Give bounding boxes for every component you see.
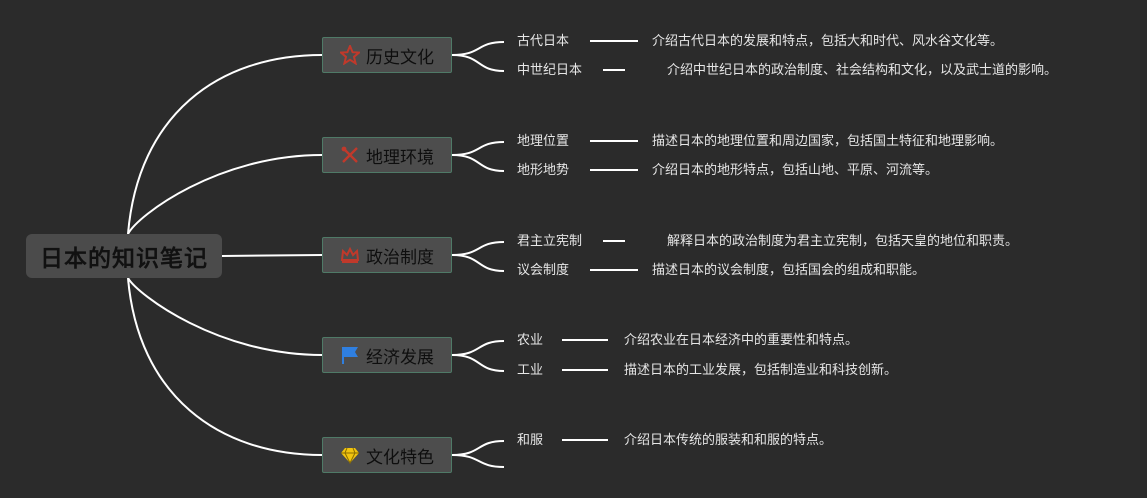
branch-label: 历史文化 <box>366 47 434 68</box>
root-connector <box>127 154 323 235</box>
branch-connector <box>451 340 505 356</box>
branch-connector <box>451 254 505 272</box>
flag-icon <box>340 345 360 365</box>
leaf-label[interactable]: 和服 <box>517 433 544 448</box>
leaf-label[interactable]: 地形地势 <box>517 163 570 178</box>
branch-label: 文化特色 <box>366 447 434 468</box>
branch-connector <box>451 141 505 156</box>
branch-node-culture[interactable]: 文化特色 <box>322 437 452 473</box>
branch-connector <box>451 454 505 468</box>
leaf-description: 介绍日本的地形特点，包括山地、平原、河流等。 <box>652 163 939 178</box>
crown-icon <box>340 245 360 265</box>
root-connector <box>221 254 323 257</box>
leaf-label[interactable]: 议会制度 <box>517 263 570 278</box>
branch-node-history[interactable]: 历史文化 <box>322 37 452 73</box>
root-connector <box>127 54 323 235</box>
leaf-description: 介绍中世纪日本的政治制度、社会结构和文化，以及武士道的影响。 <box>667 63 1058 78</box>
branch-label: 政治制度 <box>366 247 434 268</box>
leaf-description: 介绍古代日本的发展和特点，包括大和时代、风水谷文化等。 <box>652 34 1004 49</box>
branch-connector <box>451 241 505 256</box>
leaf-description: 描述日本的地理位置和周边国家，包括国土特征和地理影响。 <box>652 134 1004 149</box>
leaf-description: 介绍农业在日本经济中的重要性和特点。 <box>624 333 859 348</box>
branch-label: 地理环境 <box>366 147 434 168</box>
branch-node-politics[interactable]: 政治制度 <box>322 237 452 273</box>
tools-icon <box>340 145 360 165</box>
root-node[interactable]: 日本的知识笔记 <box>26 234 222 278</box>
leaf-label[interactable]: 古代日本 <box>517 34 570 49</box>
leaf-description: 解释日本的政治制度为君主立宪制，包括天皇的地位和职责。 <box>667 234 1019 249</box>
branch-node-economy[interactable]: 经济发展 <box>322 337 452 373</box>
leaf-label[interactable]: 地理位置 <box>517 134 570 149</box>
leaf-label[interactable]: 工业 <box>517 363 544 378</box>
branch-label: 经济发展 <box>366 347 434 368</box>
star-icon <box>340 45 360 65</box>
branch-connector <box>451 154 505 172</box>
leaf-description: 描述日本的工业发展，包括制造业和科技创新。 <box>624 363 898 378</box>
leaf-label[interactable]: 中世纪日本 <box>517 63 583 78</box>
leaf-label[interactable]: 农业 <box>517 333 544 348</box>
root-title: 日本的知识笔记 <box>40 246 208 272</box>
root-connector <box>127 277 323 456</box>
leaf-description: 描述日本的议会制度，包括国会的组成和职能。 <box>652 263 926 278</box>
branch-node-geography[interactable]: 地理环境 <box>322 137 452 173</box>
branch-connector <box>451 54 505 72</box>
leaf-description: 介绍日本传统的服装和和服的特点。 <box>624 433 833 448</box>
branch-connector <box>451 41 505 56</box>
leaf-label[interactable]: 君主立宪制 <box>517 234 583 249</box>
branch-connector <box>451 354 505 372</box>
root-connector <box>127 277 323 356</box>
diamond-icon <box>340 445 360 465</box>
branch-connector <box>451 440 505 456</box>
